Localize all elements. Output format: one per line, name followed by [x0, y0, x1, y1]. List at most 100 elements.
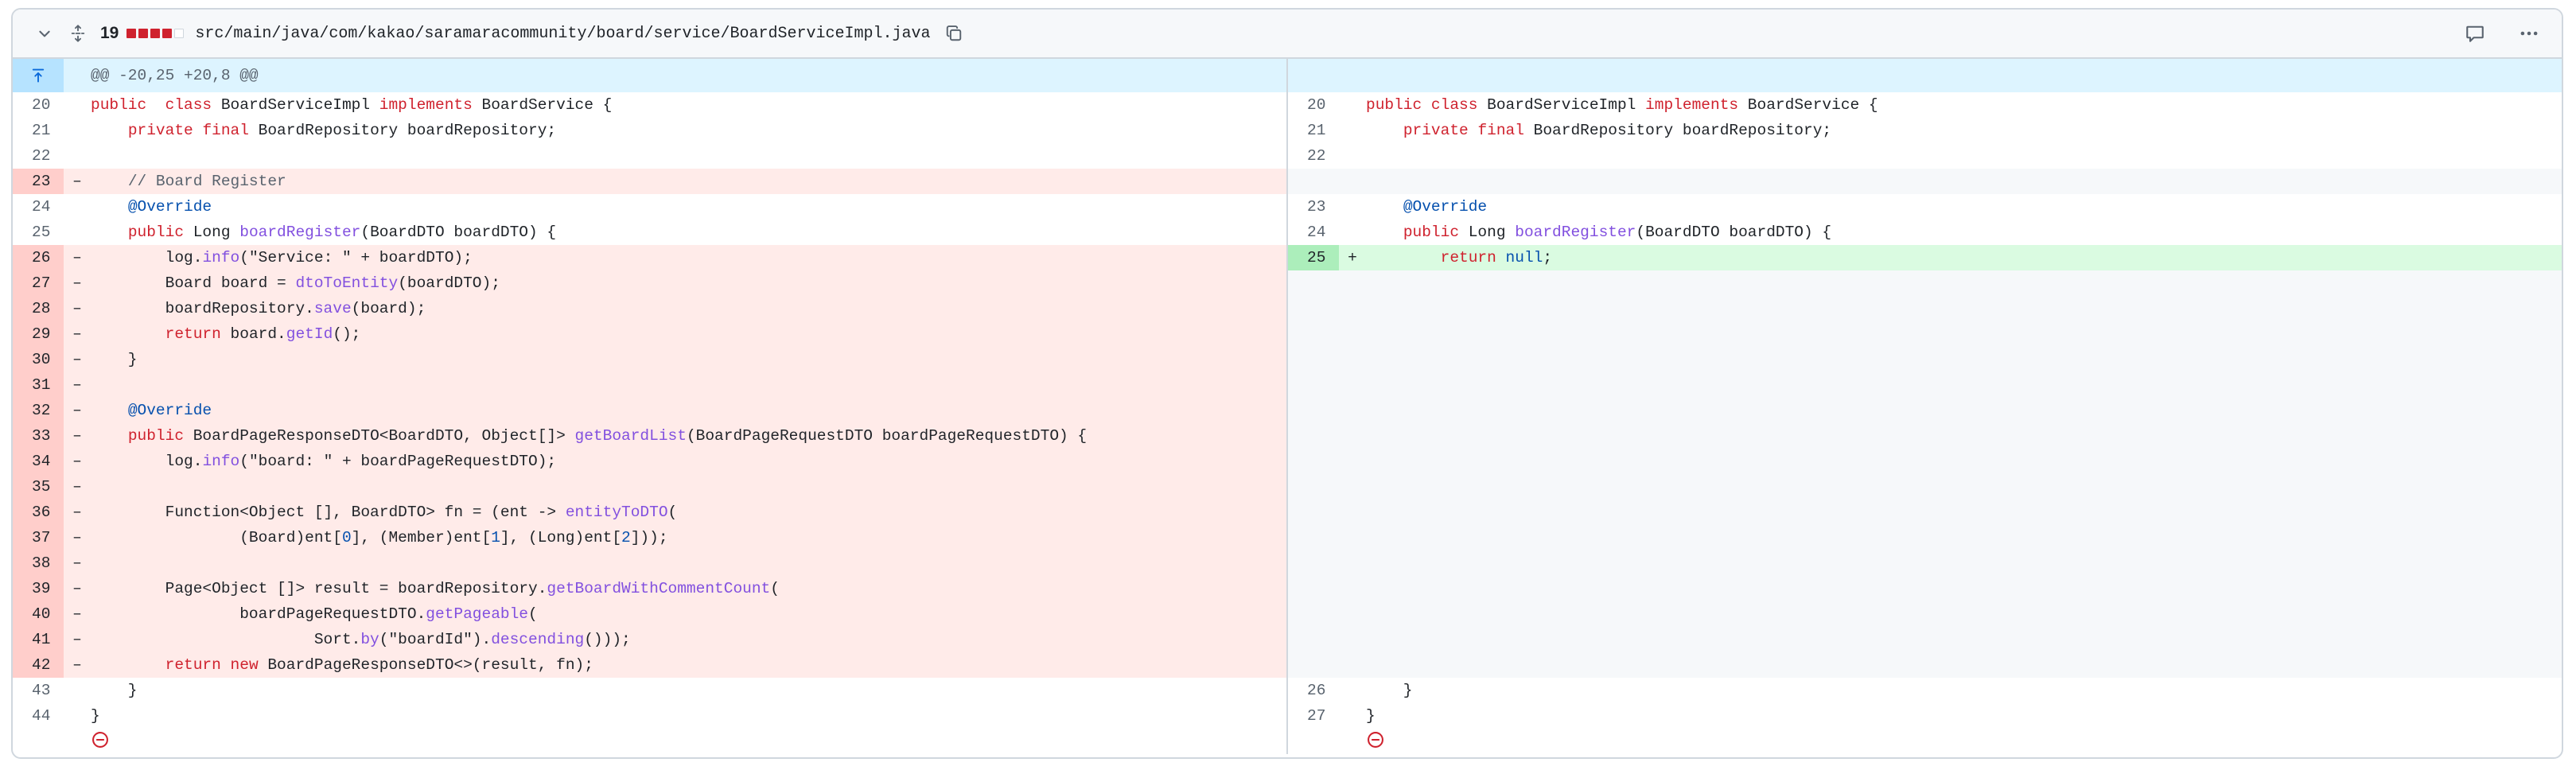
code-token: boardRegister	[239, 224, 361, 241]
diff-marker: –	[72, 554, 82, 572]
code-token: BoardServiceImpl	[1477, 96, 1646, 114]
code-token	[91, 325, 165, 343]
file-path-link[interactable]: src/main/java/com/kakao/saramaracommunit…	[195, 24, 931, 43]
line-number	[1288, 372, 1339, 398]
line-number[interactable]: 32	[13, 398, 64, 423]
diffstat-block	[138, 29, 149, 38]
line-number[interactable]: 20	[32, 96, 51, 114]
line-number[interactable]: 35	[13, 474, 64, 500]
line-number[interactable]: 26	[13, 245, 64, 270]
code-token: }	[91, 682, 138, 699]
context-line: 26 }	[1288, 678, 2562, 703]
code-token: implements	[379, 96, 473, 114]
code-text: }	[91, 682, 1286, 699]
line-number[interactable]: 24	[1307, 224, 1326, 241]
code-token: ]));	[630, 529, 668, 546]
line-number[interactable]: 22	[32, 147, 51, 165]
code-text: boardPageRequestDTO.getPageable(	[91, 605, 1286, 623]
code-token: Page<Object []> result = boardRepository…	[91, 580, 547, 597]
code-token: }	[91, 707, 100, 725]
code-token: @Override	[1403, 198, 1488, 216]
diffstat-block	[126, 29, 137, 38]
line-number[interactable]: 28	[13, 296, 64, 321]
line-number[interactable]: 39	[13, 576, 64, 601]
left-rows: 20 public class BoardServiceImpl implemen…	[13, 92, 1286, 754]
context-line: 24 @Override	[13, 194, 1286, 220]
line-number[interactable]: 42	[13, 652, 64, 678]
line-number[interactable]: 20	[1307, 96, 1326, 114]
diff-marker: –	[72, 173, 82, 190]
line-number[interactable]: 41	[13, 627, 64, 652]
code-token: save	[313, 300, 352, 317]
code-token: @Override	[127, 402, 212, 419]
code-text: return new BoardPageResponseDTO<>(result…	[91, 656, 1286, 674]
empty-line	[1288, 296, 2562, 321]
line-number[interactable]: 24	[32, 198, 51, 216]
code-text: return null;	[1366, 249, 2562, 266]
line-number[interactable]: 27	[13, 270, 64, 296]
code-text: public class BoardServiceImpl implements…	[91, 96, 1286, 114]
line-number	[1288, 601, 1339, 627]
kebab-horizontal-icon[interactable]	[2516, 20, 2543, 47]
line-number[interactable]: 25	[32, 224, 51, 241]
code-token	[1469, 122, 1478, 139]
line-number[interactable]: 38	[13, 550, 64, 576]
unfold-icon[interactable]	[67, 22, 89, 45]
line-number[interactable]: 23	[13, 169, 64, 194]
empty-line	[1288, 500, 2562, 525]
line-number[interactable]: 27	[1307, 707, 1326, 725]
line-number[interactable]: 22	[1307, 147, 1326, 165]
line-number[interactable]: 29	[13, 321, 64, 347]
hunk-header-row-right	[1288, 59, 2562, 92]
comment-icon[interactable]	[2461, 20, 2488, 47]
line-number[interactable]: 23	[1307, 198, 1326, 216]
line-number[interactable]: 25	[1288, 245, 1339, 270]
code-token: by	[360, 631, 379, 648]
chevron-down-icon[interactable]	[33, 22, 56, 45]
code-token: ("boardId").	[379, 631, 492, 648]
code-token: ("board: " + boardPageRequestDTO);	[239, 453, 557, 470]
code-token: info	[202, 453, 240, 470]
hunk-header-row: @@ -20,25 +20,8 @@	[13, 59, 1286, 92]
code-text	[1366, 730, 2562, 753]
line-number[interactable]: 21	[1307, 122, 1326, 139]
empty-line	[1288, 423, 2562, 449]
line-number	[1288, 169, 1339, 194]
diff-marker: –	[72, 504, 82, 521]
line-number[interactable]: 36	[13, 500, 64, 525]
line-number	[1288, 627, 1339, 652]
line-number	[1288, 652, 1339, 678]
line-number[interactable]: 40	[13, 601, 64, 627]
diff-marker: +	[1348, 249, 1357, 266]
line-number[interactable]: 33	[13, 423, 64, 449]
copy-icon[interactable]	[942, 21, 966, 45]
line-number[interactable]: 26	[1307, 682, 1326, 699]
end-of-file-row	[1288, 729, 2562, 754]
deleted-line: 36– Function<Object [], BoardDTO> fn = (…	[13, 500, 1286, 525]
empty-line	[1288, 601, 2562, 627]
code-token: boardPageRequestDTO.	[91, 605, 426, 623]
code-text: }	[91, 351, 1286, 368]
line-number[interactable]: 21	[32, 122, 51, 139]
line-number[interactable]: 44	[32, 707, 51, 725]
code-token: null	[1505, 249, 1543, 266]
line-number[interactable]: 31	[13, 372, 64, 398]
line-number[interactable]: 43	[32, 682, 51, 699]
empty-line	[1288, 321, 2562, 347]
context-line: 44}	[13, 703, 1286, 729]
line-number[interactable]: 37	[13, 525, 64, 550]
code-token: Long	[184, 224, 240, 241]
code-text: }	[1366, 682, 2562, 699]
code-text: return board.getId();	[91, 325, 1286, 343]
line-number[interactable]: 34	[13, 449, 64, 474]
code-token: ("Service: " + boardDTO);	[239, 249, 473, 266]
code-text: @Override	[1366, 198, 2562, 216]
code-token: }	[1366, 707, 1376, 725]
code-token	[91, 656, 165, 674]
code-token	[1366, 249, 1441, 266]
line-number[interactable]: 30	[13, 347, 64, 372]
added-line: 25 + return null;	[1288, 245, 2562, 270]
fold-up-icon[interactable]	[13, 59, 64, 92]
